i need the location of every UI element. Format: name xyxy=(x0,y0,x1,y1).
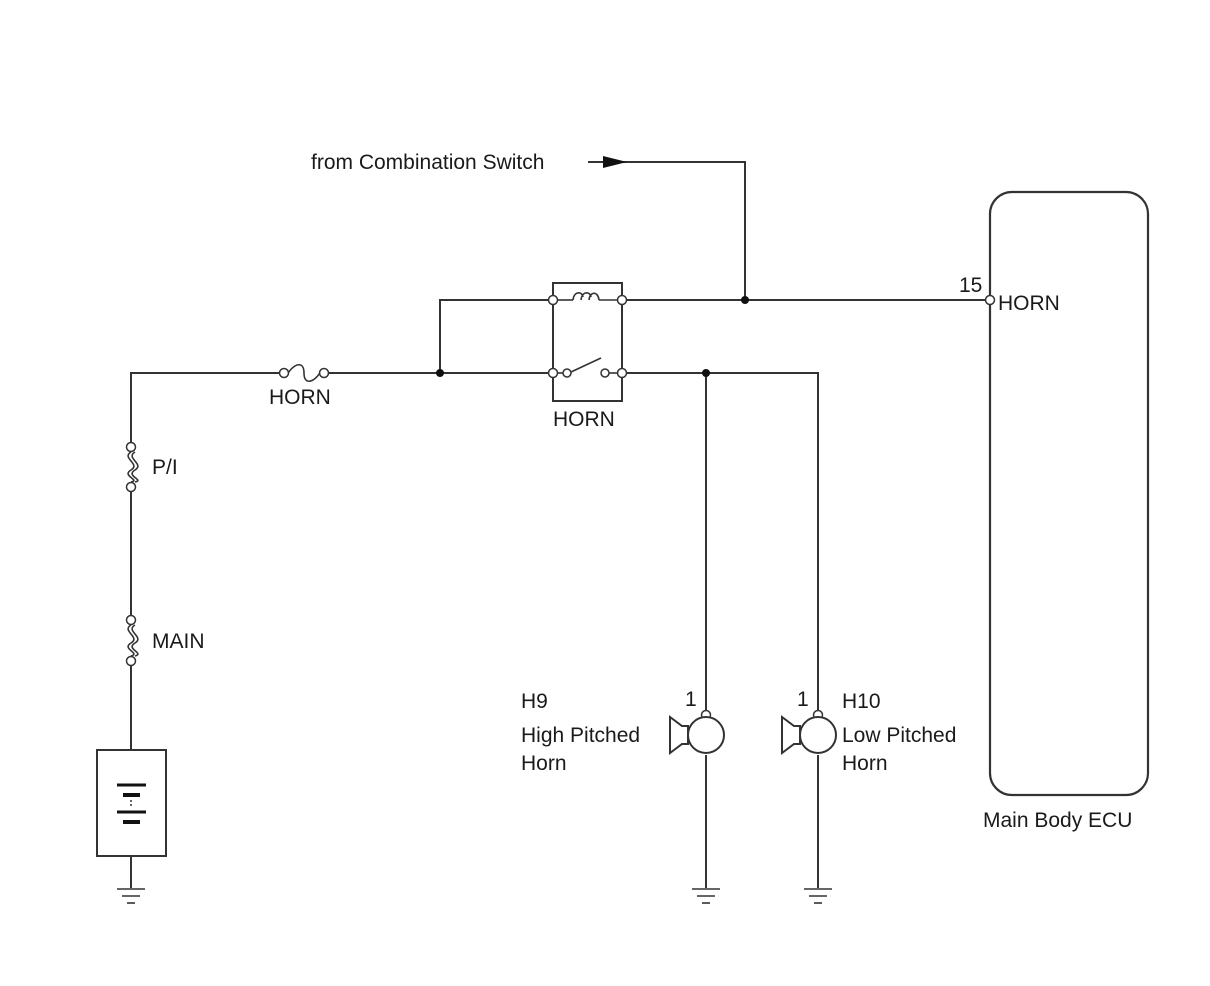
high-horn-pin: 1 xyxy=(685,688,697,711)
arrow-icon xyxy=(603,156,627,168)
high-pitched-horn xyxy=(669,709,725,755)
ecu-name-label: Main Body ECU xyxy=(983,809,1132,832)
main-body-ecu-box xyxy=(988,190,1150,797)
ground-icon xyxy=(692,888,720,904)
ecu-horn-terminal xyxy=(984,294,996,306)
horn-relay xyxy=(547,282,628,402)
junction-dot xyxy=(741,296,749,304)
wire-relay-to-horns xyxy=(622,372,819,715)
battery xyxy=(96,749,167,857)
wire-from-combination-switch xyxy=(588,161,746,300)
low-horn-name-line1: Low Pitched xyxy=(842,724,956,747)
low-horn-pin: 1 xyxy=(797,688,809,711)
ecu-pin-number: 15 xyxy=(959,274,982,297)
wire-junction-to-coil xyxy=(439,299,553,373)
horn-fuse-label: HORN xyxy=(269,386,331,409)
high-horn-name-line1: High Pitched xyxy=(521,724,640,747)
horn-fuse xyxy=(278,363,330,383)
pi-fusible-link xyxy=(125,441,139,493)
pi-fuse-label: P/I xyxy=(152,456,178,479)
junction-dot xyxy=(436,369,444,377)
ground-icon xyxy=(804,888,832,904)
junction-dot xyxy=(702,369,710,377)
wire-pi-to-horn-fuse xyxy=(130,372,284,443)
from-combination-switch-label: from Combination Switch xyxy=(311,151,544,174)
low-pitched-horn xyxy=(781,709,837,755)
high-horn-name-line2: Horn xyxy=(521,752,567,775)
main-fusible-link xyxy=(125,614,139,667)
ground-icon xyxy=(117,888,145,904)
low-horn-connector: H10 xyxy=(842,690,881,713)
relay-label: HORN xyxy=(553,408,615,431)
main-fuse-label: MAIN xyxy=(152,630,205,653)
high-horn-connector: H9 xyxy=(521,690,548,713)
low-horn-name-line2: Horn xyxy=(842,752,888,775)
ecu-terminal-label: HORN xyxy=(998,292,1060,315)
